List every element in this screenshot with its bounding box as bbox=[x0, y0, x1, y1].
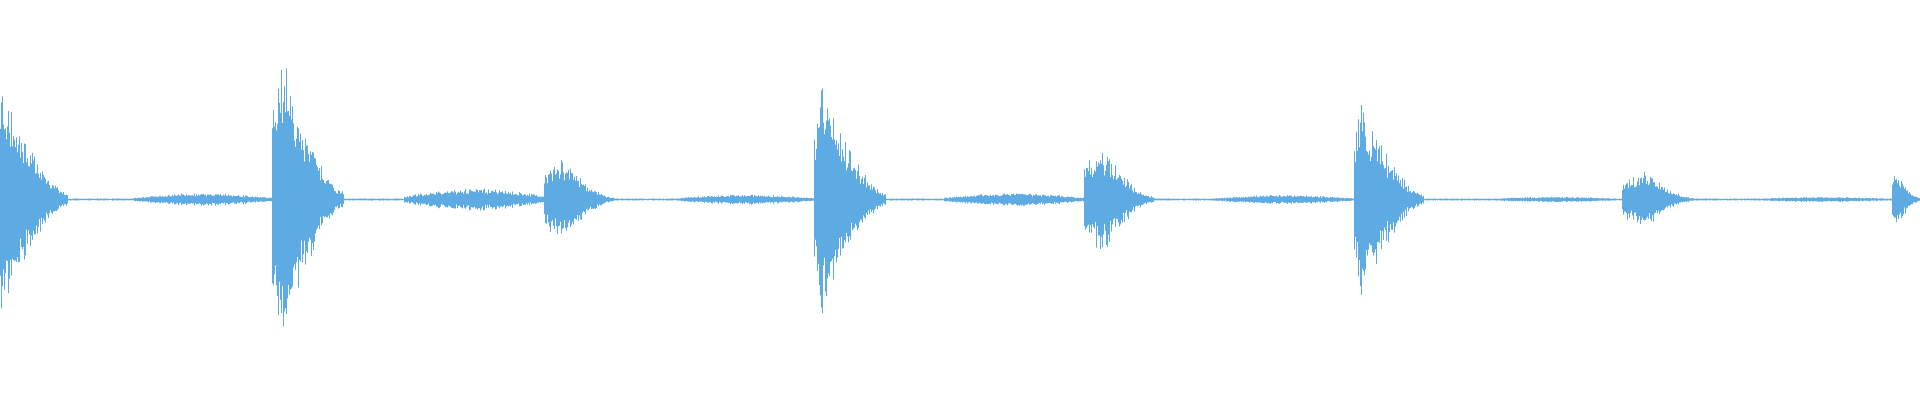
waveform-columns bbox=[0, 68, 1920, 327]
